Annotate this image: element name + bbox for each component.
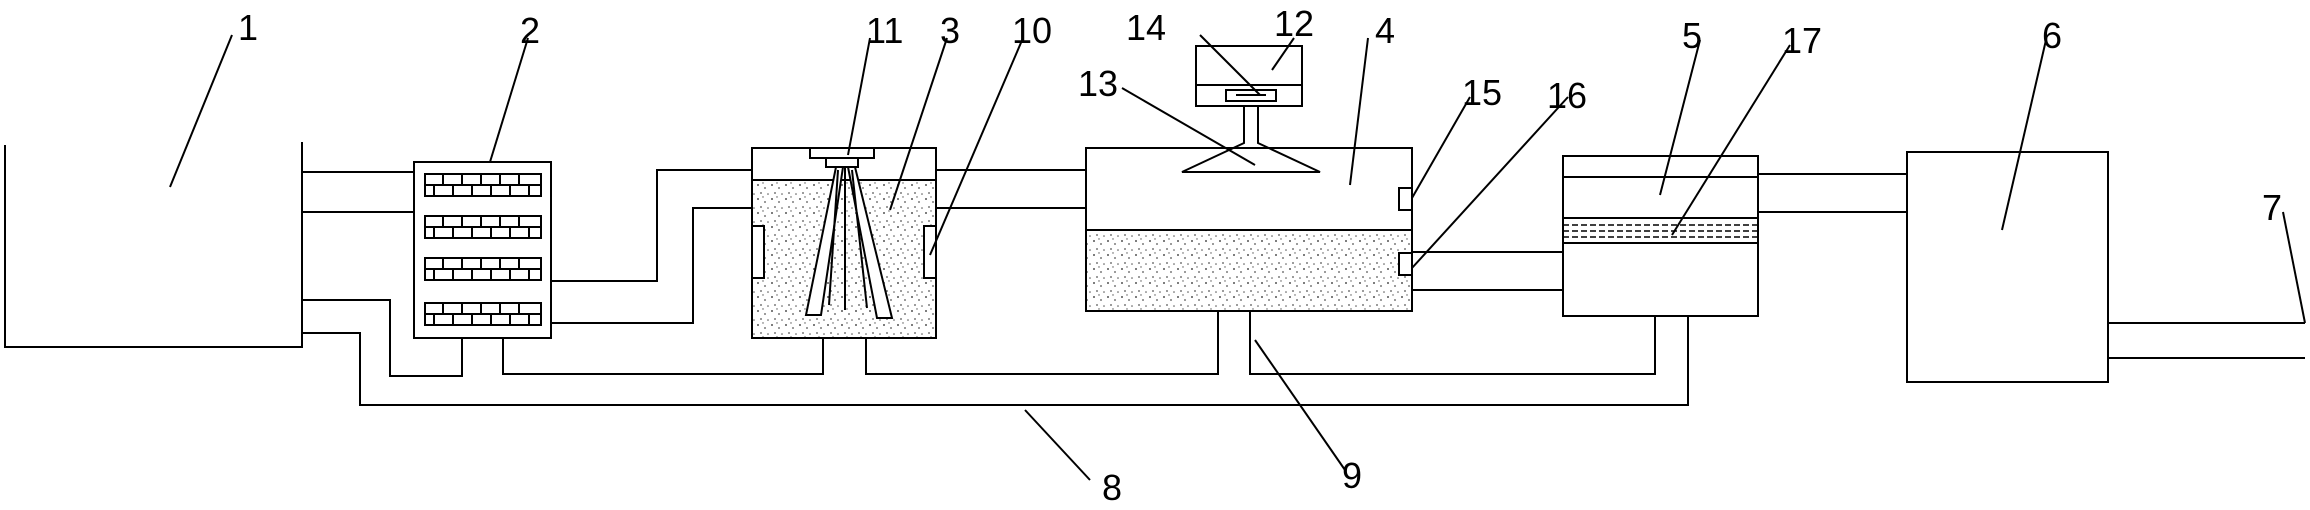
electrode-10 [923, 225, 937, 279]
label-4: 4 [1375, 10, 1395, 51]
sensor-15 [1398, 187, 1413, 211]
label-10: 10 [1012, 10, 1052, 51]
label-16: 16 [1547, 75, 1587, 116]
tank-1 [4, 142, 303, 348]
label-1: 1 [238, 7, 258, 48]
unit-5 [1562, 155, 1759, 317]
label-9: 9 [1342, 455, 1362, 496]
filter-row [424, 302, 542, 326]
electrode-left [751, 225, 765, 279]
label-17: 17 [1782, 20, 1822, 61]
tank-3 [751, 147, 937, 339]
label-14: 14 [1126, 7, 1166, 48]
filter-row [424, 215, 542, 239]
label-13: 13 [1078, 63, 1118, 104]
label-7: 7 [2262, 187, 2282, 228]
filter-unit-2 [413, 161, 552, 339]
filter-row [424, 257, 542, 281]
label-15: 15 [1462, 72, 1502, 113]
spray-cone-right [846, 166, 894, 319]
filter-row [424, 173, 542, 197]
label-3: 3 [940, 10, 960, 51]
spray-cone-left [804, 166, 845, 316]
label-11: 11 [866, 10, 903, 51]
reference-labels: 1 2 11 3 10 14 12 4 13 15 16 5 17 6 7 8 … [238, 3, 2282, 508]
leader-lines [169, 34, 2306, 481]
label-5: 5 [1682, 15, 1702, 56]
nozzle-11 [809, 147, 875, 159]
sensor-16 [1398, 252, 1413, 276]
device-12 [1195, 45, 1303, 107]
unit-6 [1906, 151, 2109, 383]
label-12: 12 [1274, 3, 1314, 44]
label-6: 6 [2042, 15, 2062, 56]
label-8: 8 [1102, 467, 1122, 508]
filter-rows [424, 173, 542, 326]
label-2: 2 [520, 10, 540, 51]
pipes [302, 169, 2305, 406]
tank-4 [1085, 45, 1413, 312]
